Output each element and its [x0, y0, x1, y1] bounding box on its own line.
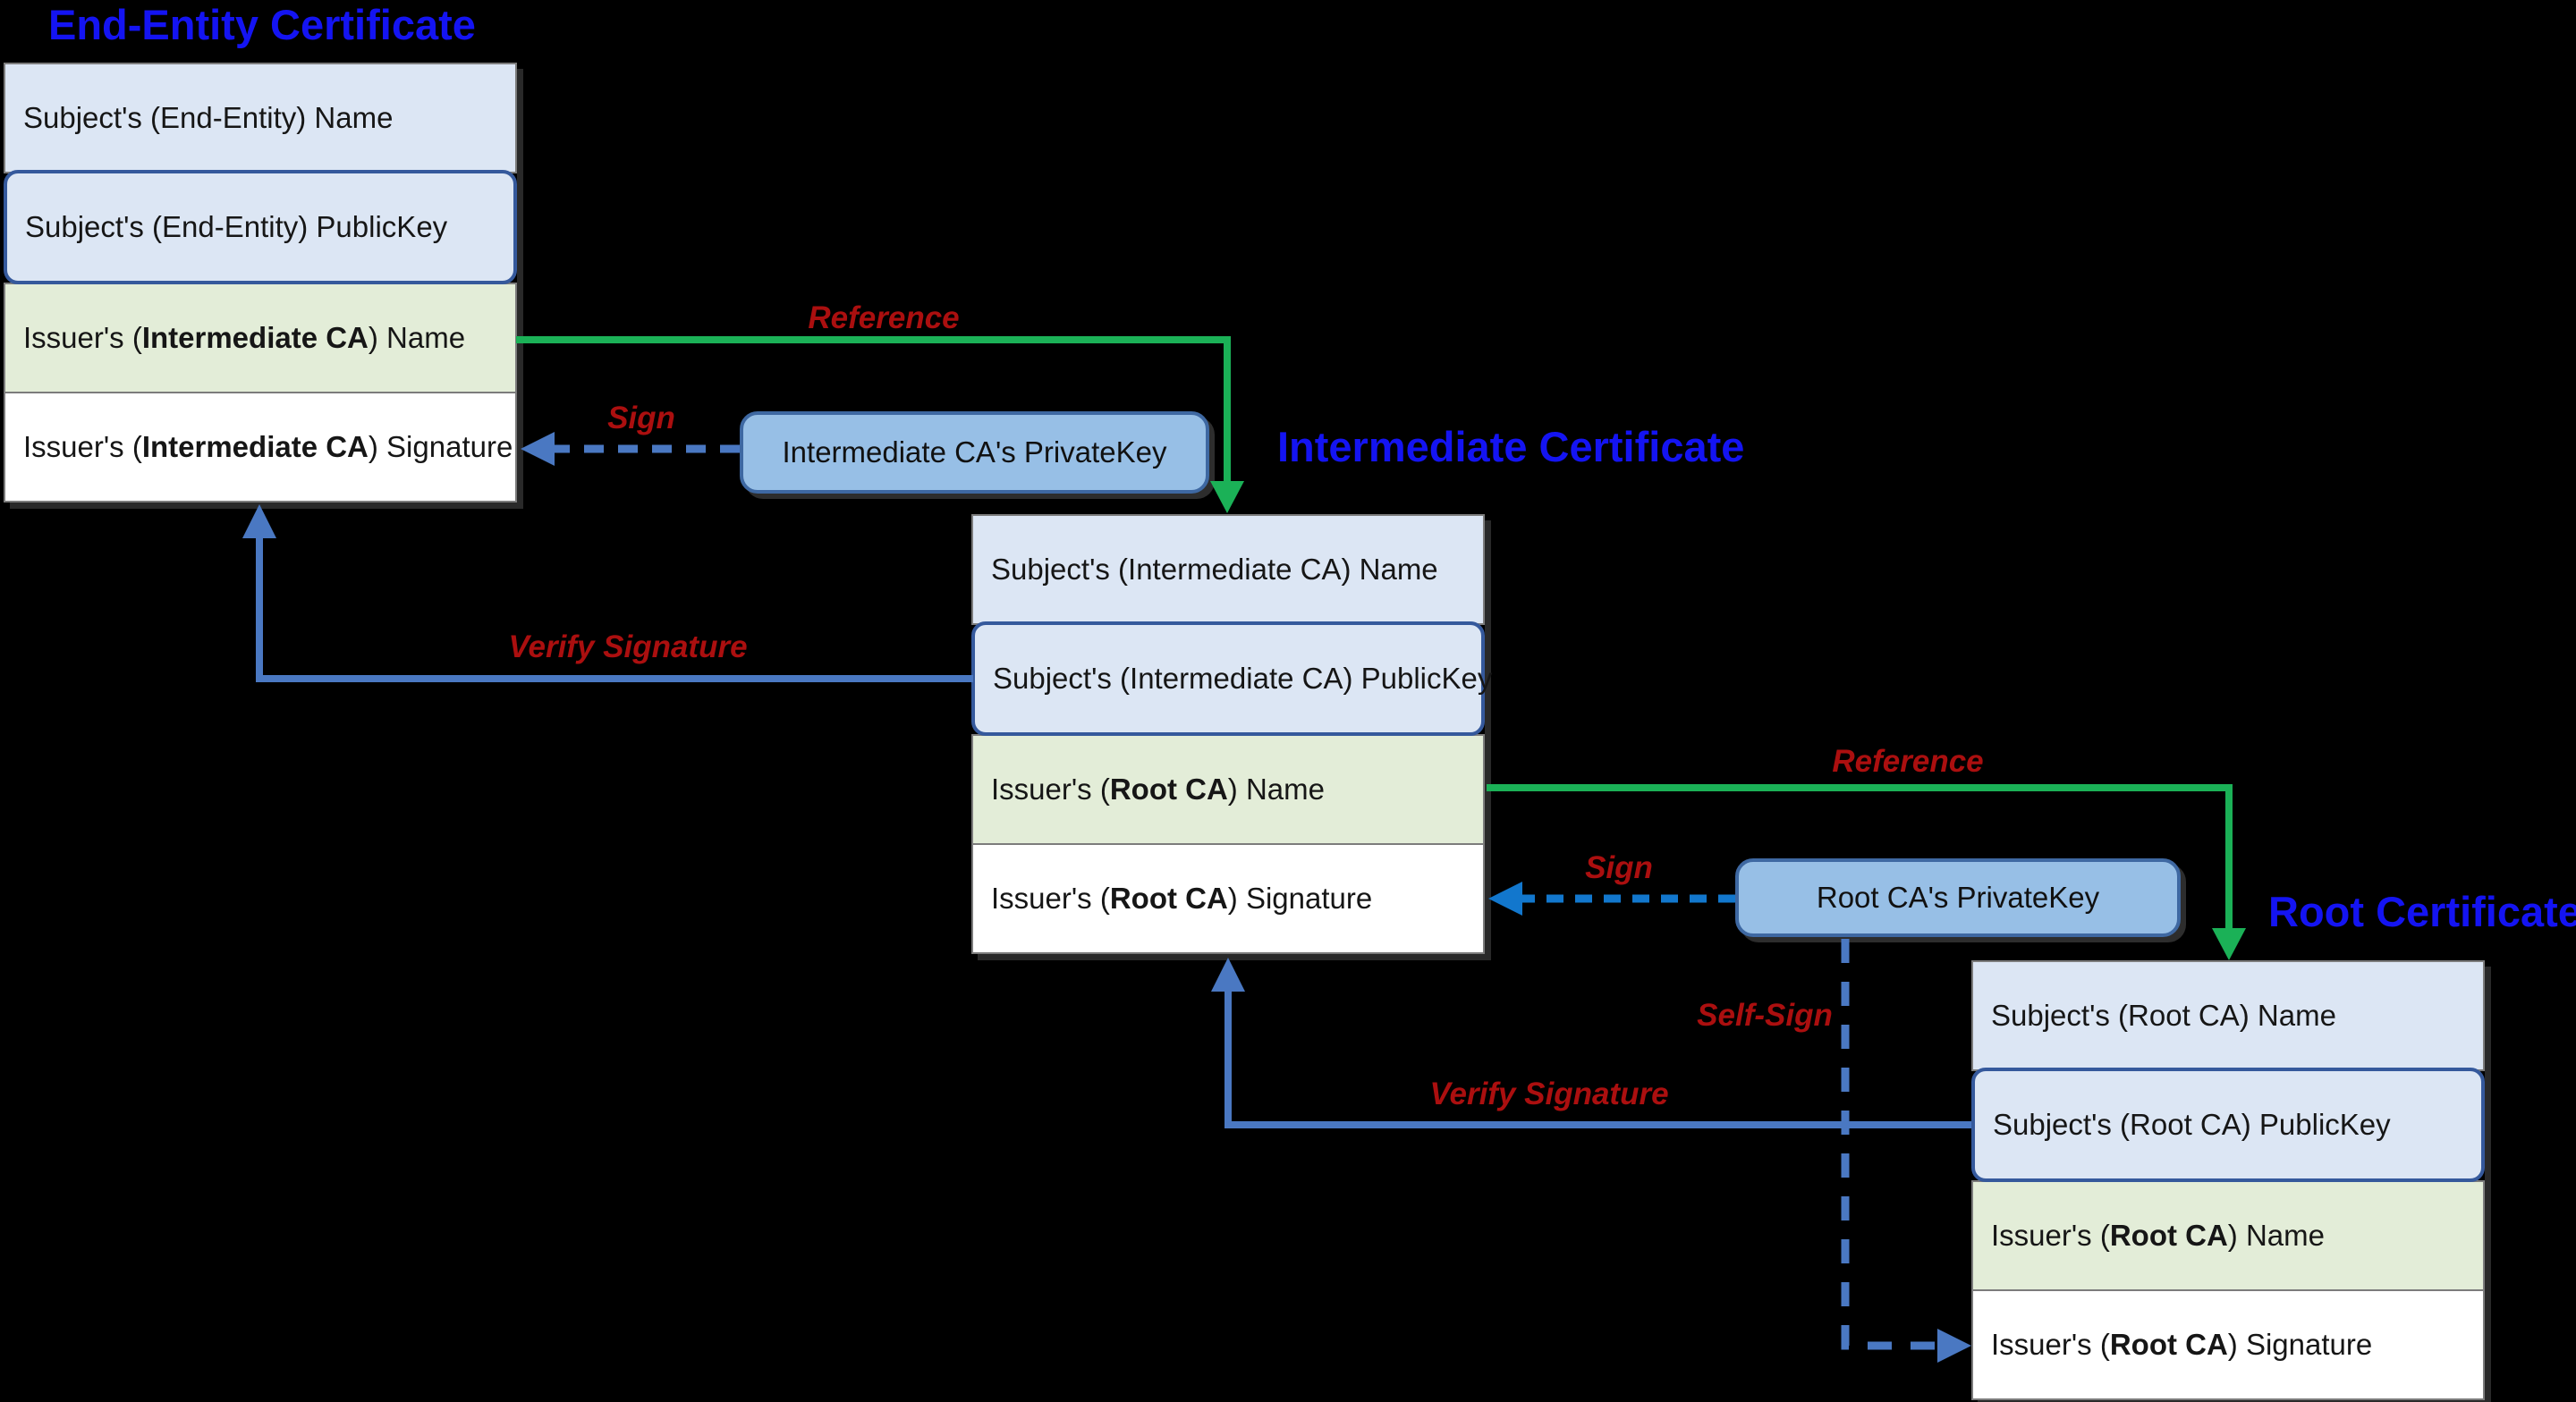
row-text: ) Name	[2227, 1219, 2325, 1252]
row-text-bold: Root CA	[1109, 773, 1228, 806]
root-certificate-title: Root Certificate	[2268, 888, 2576, 935]
intermediate-issuer-signature-row: Issuer's (Root CA) Signature	[971, 843, 1485, 954]
root-subject-name-row: Subject's (Root CA) Name	[1971, 960, 2485, 1071]
row-text: Subject's (Root CA) PublicKey	[1993, 1108, 2391, 1141]
intermediate-certificate: Subject's (Intermediate CA) Name Subject…	[971, 514, 1492, 954]
sign2-arrowhead	[1488, 882, 1522, 916]
reference1-arrowhead	[1210, 481, 1244, 513]
verify2-arrowhead	[1211, 958, 1245, 992]
row-text-bold: Intermediate CA	[141, 430, 369, 463]
row-text: Issuer's (	[991, 882, 1110, 915]
self-sign-arrowhead	[1937, 1329, 1971, 1363]
row-text-bold: Root CA	[2109, 1328, 2228, 1361]
row-text-bold: Intermediate CA	[141, 321, 369, 354]
verify1-arrowhead	[242, 504, 276, 538]
row-text: Subject's (Intermediate CA) PublicKey	[993, 662, 1493, 695]
intermediate-certificate-title: Intermediate Certificate	[1277, 423, 1745, 470]
row-text: Subject's (End-Entity) Name	[23, 101, 394, 134]
intermediate-issuer-name-row: Issuer's (Root CA) Name	[971, 734, 1485, 845]
end-entity-certificate: Subject's (End-Entity) Name Subject's (E…	[4, 63, 517, 503]
row-text: ) Name	[1227, 773, 1325, 806]
row-text: ) Signature	[2227, 1328, 2373, 1361]
root-certificate: Subject's (Root CA) Name Subject's (Root…	[1971, 960, 2485, 1400]
self-sign-arrow-line	[1841, 939, 1939, 1350]
end-entity-issuer-name-row: Issuer's (Intermediate CA) Name	[4, 283, 517, 393]
row-text: Issuer's (	[23, 321, 142, 354]
root-ca-privatekey-box: Root CA's PrivateKey	[1735, 858, 2181, 937]
row-text: Subject's (Root CA) Name	[1991, 999, 2336, 1032]
root-issuer-signature-row: Issuer's (Root CA) Signature	[1971, 1289, 2485, 1400]
reference1-label: Reference	[808, 300, 960, 335]
intermediate-ca-privatekey-box: Intermediate CA's PrivateKey	[740, 411, 1209, 494]
row-text: Issuer's (	[23, 430, 142, 463]
reference2-label: Reference	[1832, 744, 1984, 779]
end-entity-certificate-title: End-Entity Certificate	[48, 1, 476, 48]
intermediate-subject-publickey-row: Subject's (Intermediate CA) PublicKey	[971, 621, 1492, 736]
row-text: Issuer's (	[991, 773, 1110, 806]
self-sign-label: Self-Sign	[1697, 998, 1833, 1033]
row-text: ) Name	[368, 321, 466, 354]
sign1-arrowhead	[521, 432, 555, 466]
row-text-bold: Root CA	[1109, 882, 1228, 915]
sign2-label: Sign	[1585, 850, 1653, 885]
verify1-label: Verify Signature	[508, 629, 748, 664]
row-text: Issuer's (	[1991, 1219, 2110, 1252]
row-text-bold: Root CA	[2109, 1219, 2228, 1252]
end-entity-subject-name-row: Subject's (End-Entity) Name	[4, 63, 517, 173]
end-entity-subject-publickey-row: Subject's (End-Entity) PublicKey	[4, 170, 517, 284]
row-text: Subject's (End-Entity) PublicKey	[25, 210, 448, 243]
root-issuer-name-row: Issuer's (Root CA) Name	[1971, 1180, 2485, 1291]
row-text: Subject's (Intermediate CA) Name	[991, 553, 1438, 586]
reference2-arrowhead	[2212, 928, 2246, 960]
row-text: Issuer's (	[1991, 1328, 2110, 1361]
row-text: ) Signature	[368, 430, 513, 463]
root-subject-publickey-row: Subject's (Root CA) PublicKey	[1971, 1068, 2485, 1182]
sign1-label: Sign	[607, 401, 675, 435]
end-entity-issuer-signature-row: Issuer's (Intermediate CA) Signature	[4, 392, 517, 503]
verify2-label: Verify Signature	[1429, 1077, 1669, 1111]
row-text: ) Signature	[1227, 882, 1373, 915]
intermediate-subject-name-row: Subject's (Intermediate CA) Name	[971, 514, 1485, 625]
